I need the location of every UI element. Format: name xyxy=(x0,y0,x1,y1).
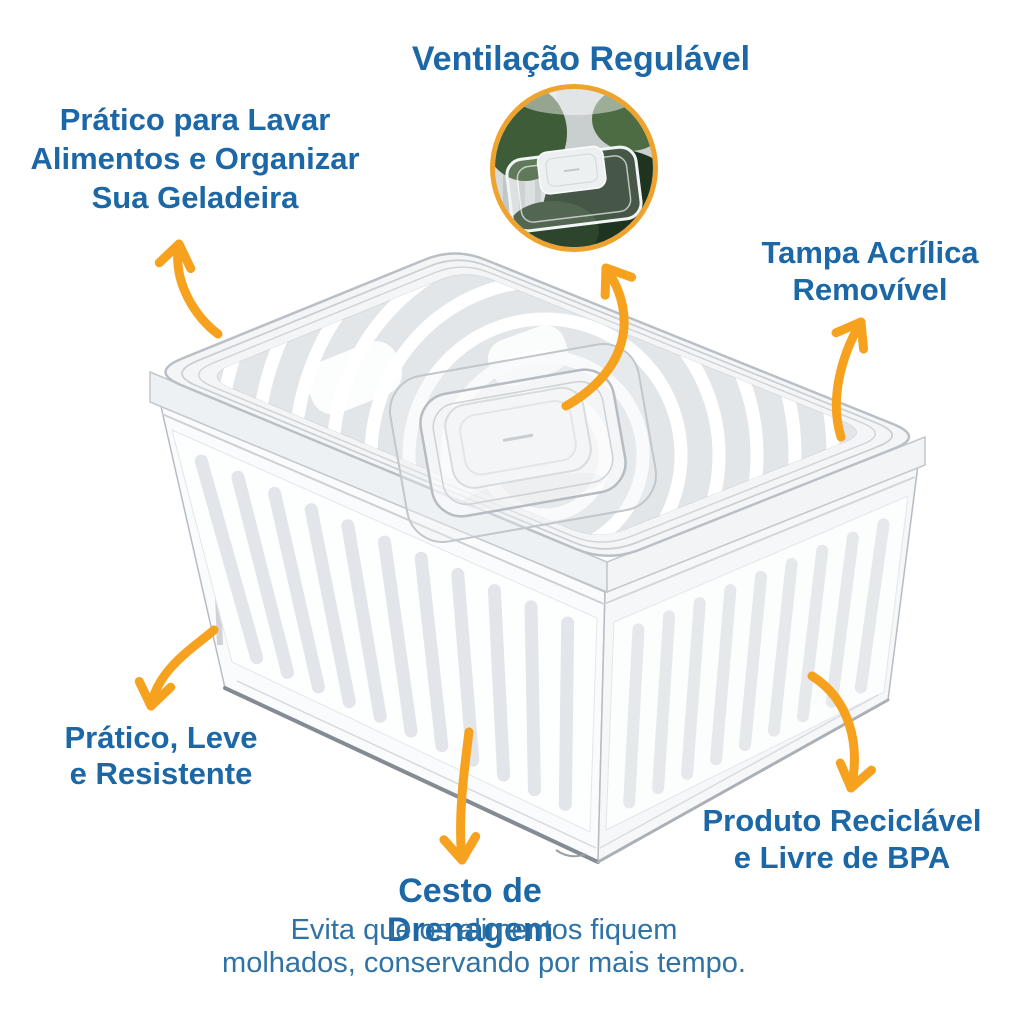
drain-basket xyxy=(171,429,909,833)
arrow-to-light-label xyxy=(134,625,219,711)
label-drain-basket-description: Evita que os alimentos fiquem molhados, … xyxy=(182,914,786,980)
wash-line3: Sua Geladeira xyxy=(91,180,299,215)
lid-line1: Tampa Acrílica xyxy=(761,235,979,270)
lid-line2: Removível xyxy=(792,272,948,307)
vent-closeup-inset xyxy=(490,84,658,252)
arrow-to-drain-label xyxy=(439,727,481,865)
label-light-resistant: Prático, Leve e Resistente xyxy=(26,720,296,792)
arrow-to-lid-label xyxy=(831,317,869,442)
inset-vent-cap xyxy=(536,145,607,195)
vent-cap xyxy=(444,386,592,489)
vent-closeup-photo xyxy=(495,89,653,247)
drain-desc-line2: molhados, conservando por mais tempo. xyxy=(222,947,746,979)
label-recyclable-bpa-free: Produto Reciclável e Livre de BPA xyxy=(690,802,994,876)
container-bottom-edge xyxy=(223,680,890,864)
label-acrylic-lid: Tampa Acrílica Removível xyxy=(720,234,1020,308)
recyclable-line1: Produto Reciclável xyxy=(702,803,982,838)
arrow-to-recyclable-label xyxy=(807,671,876,793)
label-ventilation-title: Ventilação Regulável xyxy=(381,40,781,79)
inset-lid-corner xyxy=(505,145,643,233)
basket-slots-right xyxy=(623,518,890,809)
wash-line2: Alimentos e Organizar xyxy=(30,141,360,176)
label-drain-basket-title: Cesto de Drenagem xyxy=(318,872,622,950)
label-wash-organize: Prático para Lavar Alimentos e Organizar… xyxy=(20,100,370,217)
drain-title-text: Cesto de Drenagem xyxy=(386,872,554,949)
light-line2: e Resistente xyxy=(69,756,253,791)
wash-line1: Prático para Lavar xyxy=(59,102,331,137)
annotation-arrows xyxy=(134,239,876,865)
ventilation-title-text: Ventilação Regulável xyxy=(411,40,751,78)
recyclable-line2: e Livre de BPA xyxy=(733,840,951,875)
arrow-to-wash-label xyxy=(154,239,223,339)
drain-desc-line1: Evita que os alimentos fiquem xyxy=(290,914,678,946)
basket-slots-left xyxy=(194,454,575,811)
arrow-to-vent-inset xyxy=(561,263,637,411)
light-line1: Prático, Leve xyxy=(64,720,258,755)
